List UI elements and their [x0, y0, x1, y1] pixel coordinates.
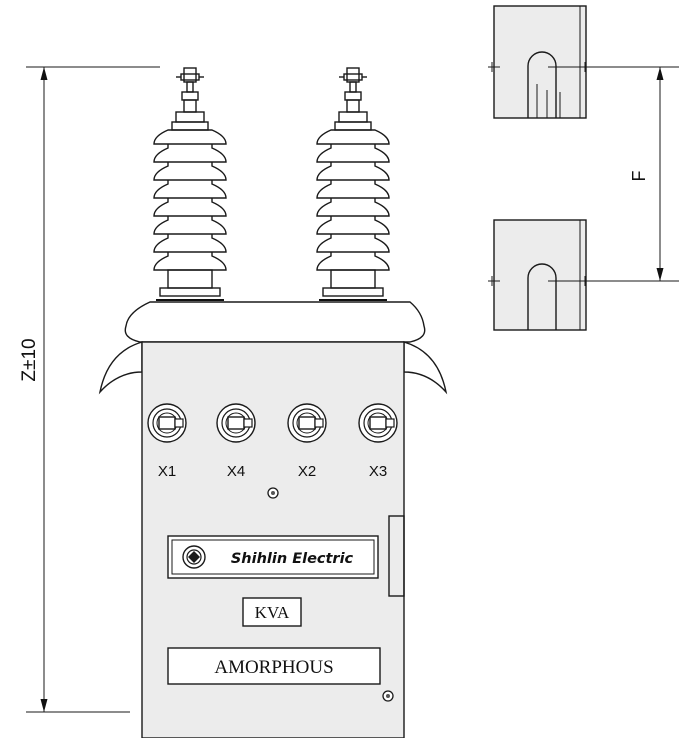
- core-type-plate: AMORPHOUS: [167, 647, 381, 685]
- lifting-lug-right: [403, 341, 448, 395]
- ground-bolt-lower: [382, 690, 394, 702]
- secondary-terminal-x3: [358, 403, 398, 443]
- secondary-terminal-x4: [216, 403, 256, 443]
- secondary-terminal-x1: [147, 403, 187, 443]
- terminal-label-x4: X4: [227, 463, 245, 480]
- bushing-right: [316, 67, 390, 301]
- lifting-lug-left: [98, 341, 143, 395]
- bushing-left: [153, 67, 227, 301]
- kva-label: KVA: [255, 603, 290, 622]
- height-dimension: Z±10: [19, 66, 160, 713]
- secondary-terminal-x2: [287, 403, 327, 443]
- terminal-label-x1: X1: [158, 463, 176, 480]
- side-bracket: [388, 515, 405, 597]
- ground-bolt-upper: [267, 487, 279, 499]
- brand-logo-icon: [182, 545, 206, 569]
- tank-cover: [124, 301, 426, 343]
- brand-nameplate: Shihlin Electric: [167, 535, 379, 579]
- terminal-label-x2: X2: [298, 463, 316, 480]
- terminal-label-x3: X3: [369, 463, 387, 480]
- spacing-dimension-label: F: [629, 171, 649, 182]
- brand-name: Shihlin Electric: [231, 551, 354, 567]
- terminal-detail-views: F: [488, 5, 679, 331]
- kva-plate: KVA: [242, 597, 302, 627]
- core-type-label: AMORPHOUS: [214, 657, 333, 678]
- height-dimension-label: Z±10: [19, 338, 40, 381]
